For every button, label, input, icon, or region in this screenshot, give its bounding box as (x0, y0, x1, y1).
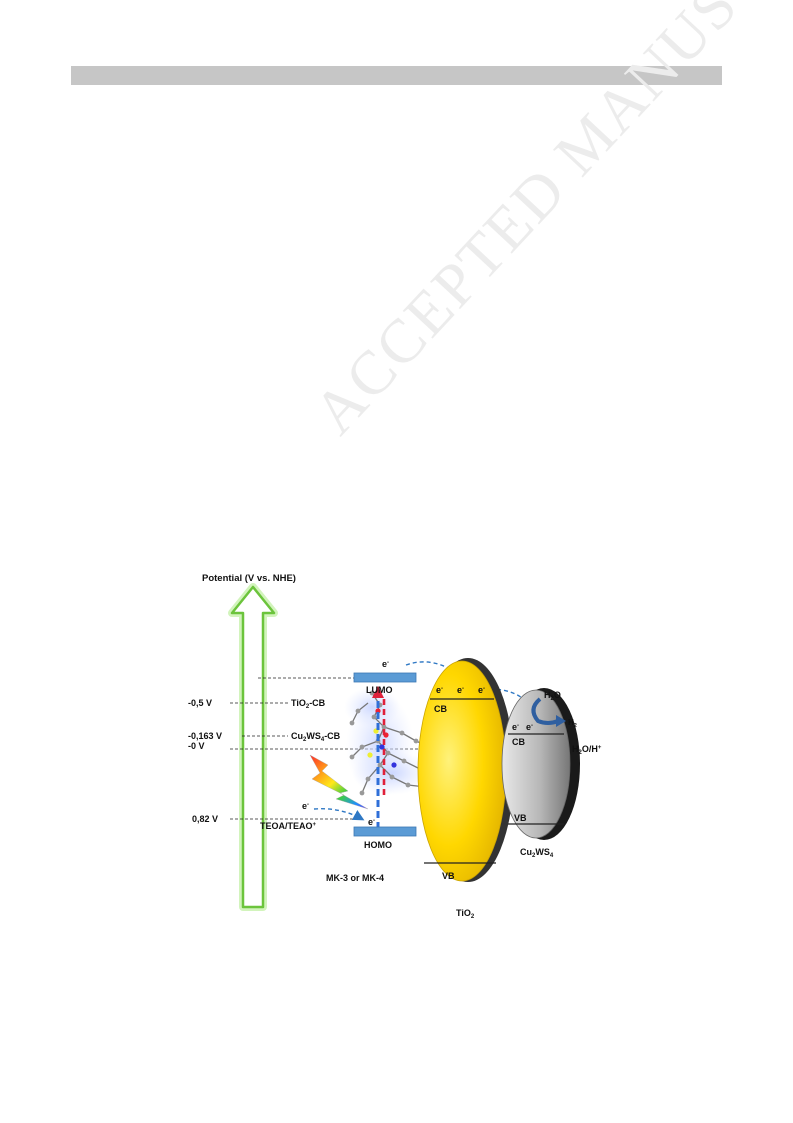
teoa-to-homo-arrow (313, 808, 365, 821)
cu2ws4-cb-label: CB (512, 737, 525, 747)
excitation-arrowhead (372, 686, 384, 698)
h2-evolution-arrow (531, 697, 559, 725)
electron-homo: e- (368, 817, 375, 827)
h2-label: H2 (568, 718, 577, 729)
energy-level-diagram: Potential (V vs. NHE) -0,5 V TiO2-CB -0,… (172, 565, 626, 925)
potential-arrow (228, 583, 278, 911)
tio2-to-cu2ws4-arrow (489, 688, 532, 708)
lumo-label: LUMO (366, 685, 393, 695)
tio2-electron-2: e- (457, 685, 464, 695)
light-bolt-icon (309, 754, 369, 810)
cu2ws4-ellipse: CB VB e- e- (501, 688, 580, 840)
cu2ws4-vb-label: VB (514, 813, 527, 823)
level-labels: -0,5 V TiO2-CB -0,163 V Cu2WS4-CB -0 V 0… (188, 698, 341, 831)
lumo-bar: LUMO (353, 672, 417, 695)
h2-evolution-arrowhead (556, 715, 566, 727)
h2o-h-label: H2O/H+ (572, 744, 602, 756)
tio2-electron-1: e- (436, 685, 443, 695)
cu2ws4-electron-2: e- (526, 722, 533, 732)
homo-bar: HOMO (353, 826, 417, 850)
header-bar (71, 66, 722, 85)
dye-label: MK-3 or MK-4 (326, 873, 384, 883)
level-value-cu2ws4-cb: -0,163 V (188, 731, 222, 741)
level-value-zero: -0 V (188, 741, 205, 751)
electron-teoa: e- (302, 801, 309, 811)
cu2ws4-name: Cu2WS4 (520, 847, 554, 859)
dye-molecule (344, 687, 433, 797)
axis-title: Potential (V vs. NHE) (202, 573, 296, 584)
cu2ws4-electron-1: e- (512, 722, 519, 732)
h2o-label: H2O (544, 690, 561, 702)
tio2-cb-label: CB (434, 704, 447, 714)
tio2-ellipse: CB VB e- e- e- (417, 658, 514, 882)
level-value-teoa: 0,82 V (192, 814, 218, 824)
diagram-svg: Potential (V vs. NHE) -0,5 V TiO2-CB -0,… (188, 573, 602, 920)
tio2-vb-label: VB (442, 871, 455, 881)
level-label-teoa: TEOA/TEAO+ (260, 821, 317, 831)
electron-lumo: e- (382, 659, 389, 669)
level-label-cu2ws4-cb: Cu2WS4-CB (291, 731, 341, 743)
level-label-tio2-cb: TiO2-CB (291, 698, 326, 710)
homo-label: HOMO (364, 840, 392, 850)
level-value-tio2-cb: -0,5 V (188, 698, 212, 708)
tio2-electron-3: e- (478, 685, 485, 695)
lumo-to-tio2-arrow (405, 661, 465, 679)
tio2-name: TiO2 (456, 908, 475, 920)
